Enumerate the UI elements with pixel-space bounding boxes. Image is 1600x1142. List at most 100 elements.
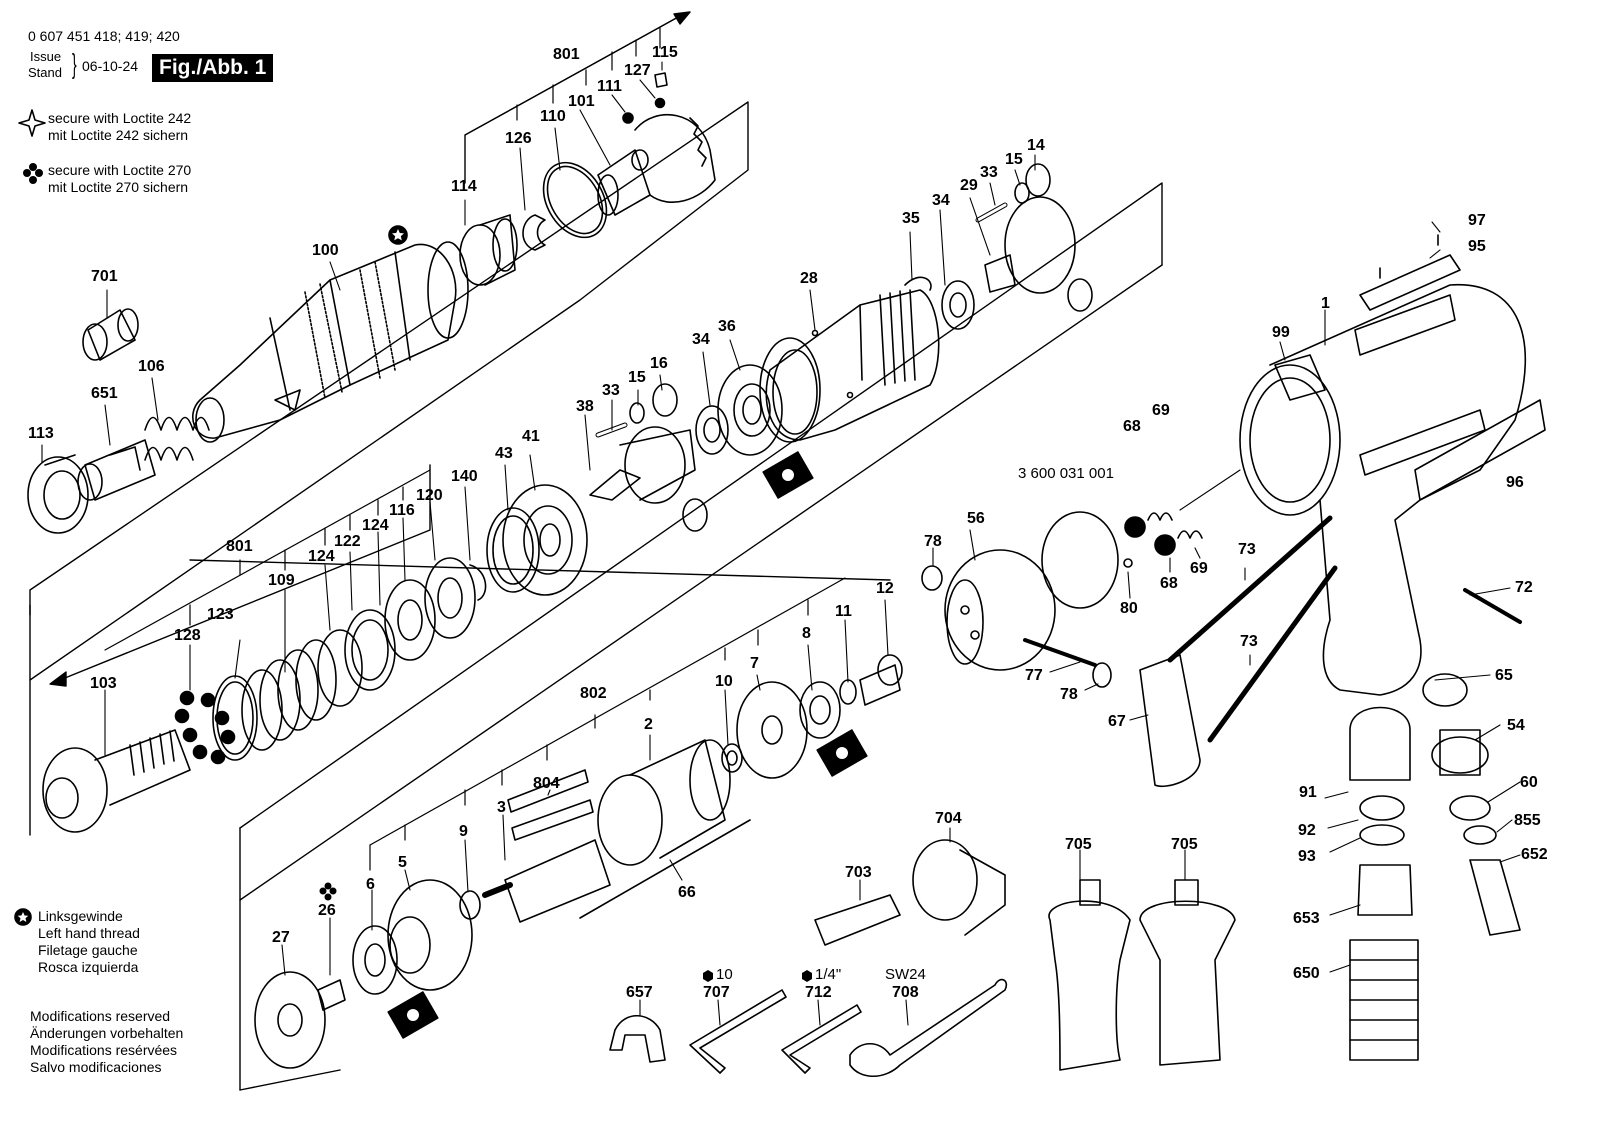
part-12-screw [859, 654, 903, 706]
issue-label: Issue [30, 49, 62, 64]
callout-26: 26 [318, 902, 336, 919]
part-707-key [689, 989, 787, 1074]
callout-16: 16 [650, 355, 668, 372]
part-705a-handle [1048, 879, 1131, 1071]
part-27-washer [254, 971, 326, 1069]
part-652-nipple [1469, 859, 1521, 936]
part-60-filter [1449, 795, 1491, 821]
callout-15-mid: 15 [628, 369, 646, 386]
callout-657: 657 [626, 984, 653, 1001]
part-67-trigger [1139, 654, 1201, 787]
part-80-ring [1123, 558, 1133, 568]
part-1-housing [1239, 284, 1527, 696]
callout-99: 99 [1272, 324, 1290, 341]
loctite270-de: mit Loctite 270 sichern [48, 179, 189, 195]
callout-100: 100 [312, 242, 339, 259]
callout-65: 65 [1495, 667, 1513, 684]
callout-66: 66 [678, 884, 696, 901]
hex-size-10: 10 [716, 966, 733, 983]
part-115-screw [654, 72, 668, 88]
callout-41: 41 [522, 428, 540, 445]
loctite270-en: secure with Loctite 270 [48, 162, 192, 178]
part-68-balls [1124, 516, 1176, 556]
callout-126: 126 [505, 130, 532, 147]
issue-date: 06-10-24 [82, 58, 139, 74]
bracket-lines [104, 15, 846, 871]
part-69-springs [1147, 512, 1203, 539]
callout-7: 7 [750, 655, 759, 672]
callout-38: 38 [576, 398, 594, 415]
callout-29: 29 [960, 177, 978, 194]
part-96-plate [1414, 399, 1546, 501]
brace-glyph: } [72, 48, 77, 79]
part-34-washer [695, 405, 729, 455]
callout-73-bottom: 73 [1240, 633, 1258, 650]
loctite-242-symbol [18, 109, 46, 137]
part-8-bearing [799, 681, 841, 739]
wrench-size: SW24 [885, 966, 926, 983]
callout-10: 10 [715, 673, 733, 690]
part-116-washer [384, 579, 436, 661]
part-651-nozzle [77, 439, 156, 501]
part-73-rod-a [1167, 515, 1333, 663]
modifications-en: Modifications reserved [30, 1008, 171, 1024]
part-73-rod-b [1207, 565, 1338, 743]
callout-5: 5 [398, 854, 407, 871]
callout-69-top: 69 [1152, 402, 1170, 419]
callout-114: 114 [451, 178, 477, 195]
part-657-clip [609, 1015, 666, 1063]
part-120-clutch [424, 557, 476, 639]
callout-110: 110 [540, 108, 566, 125]
part-95-plate [1359, 254, 1461, 311]
part-113-nut [27, 454, 89, 534]
part-6-bearing [352, 925, 398, 995]
part-705b-handle [1139, 879, 1236, 1066]
part-100-housing [191, 241, 469, 443]
loctite-270-symbol [23, 163, 337, 901]
part-38-planet-carrier [589, 426, 696, 504]
callout-651: 651 [91, 385, 118, 402]
callout-855: 855 [1514, 812, 1541, 829]
part-804-blades [507, 769, 594, 841]
callout-15-top: 15 [1005, 151, 1023, 168]
part-2-cylinder [597, 739, 731, 866]
part-93-oring [1359, 824, 1405, 846]
callout-68-bottom: 68 [1160, 575, 1178, 592]
callout-703: 703 [845, 864, 872, 881]
callout-34-mid: 34 [692, 331, 710, 348]
frame-lines [29, 11, 1163, 1091]
callout-78-bottom: 78 [1060, 686, 1078, 703]
callout-78-top: 78 [924, 533, 942, 550]
callout-106: 106 [138, 358, 165, 375]
callout-113: 113 [28, 425, 54, 442]
part-110-ring [542, 161, 608, 239]
part-29-carrier [984, 196, 1076, 294]
part-712-key [781, 1004, 862, 1074]
callout-109: 109 [268, 572, 295, 589]
callout-43: 43 [495, 445, 513, 462]
lh-thread-de: Linksgewinde [38, 908, 123, 924]
callout-34-top: 34 [932, 192, 950, 209]
callout-123: 123 [207, 606, 234, 623]
part-36-bearing [717, 364, 783, 456]
part-704-clamp [912, 839, 1006, 936]
modifications-fr: Modifications resérvées [30, 1042, 178, 1058]
callout-93: 93 [1298, 848, 1316, 865]
callout-802: 802 [580, 685, 607, 702]
part-kit-diaphragm [1041, 511, 1119, 609]
callout-704: 704 [935, 810, 962, 827]
part-78-plug [921, 565, 943, 591]
part-28-ring-gear [759, 289, 940, 443]
callout-33-mid: 33 [602, 382, 620, 399]
callout-56: 56 [967, 510, 985, 527]
callout-801-mid: 801 [226, 538, 253, 555]
part-124-washer [317, 629, 363, 707]
leader-lines [41, 61, 1521, 1026]
part-703-fitting [814, 894, 901, 946]
callout-652: 652 [1521, 846, 1548, 863]
callout-127: 127 [624, 62, 651, 79]
loctite242-en: secure with Loctite 242 [48, 110, 192, 126]
callout-14: 14 [1027, 137, 1045, 154]
callout-2: 2 [644, 716, 653, 733]
part-127-ball [654, 97, 666, 109]
